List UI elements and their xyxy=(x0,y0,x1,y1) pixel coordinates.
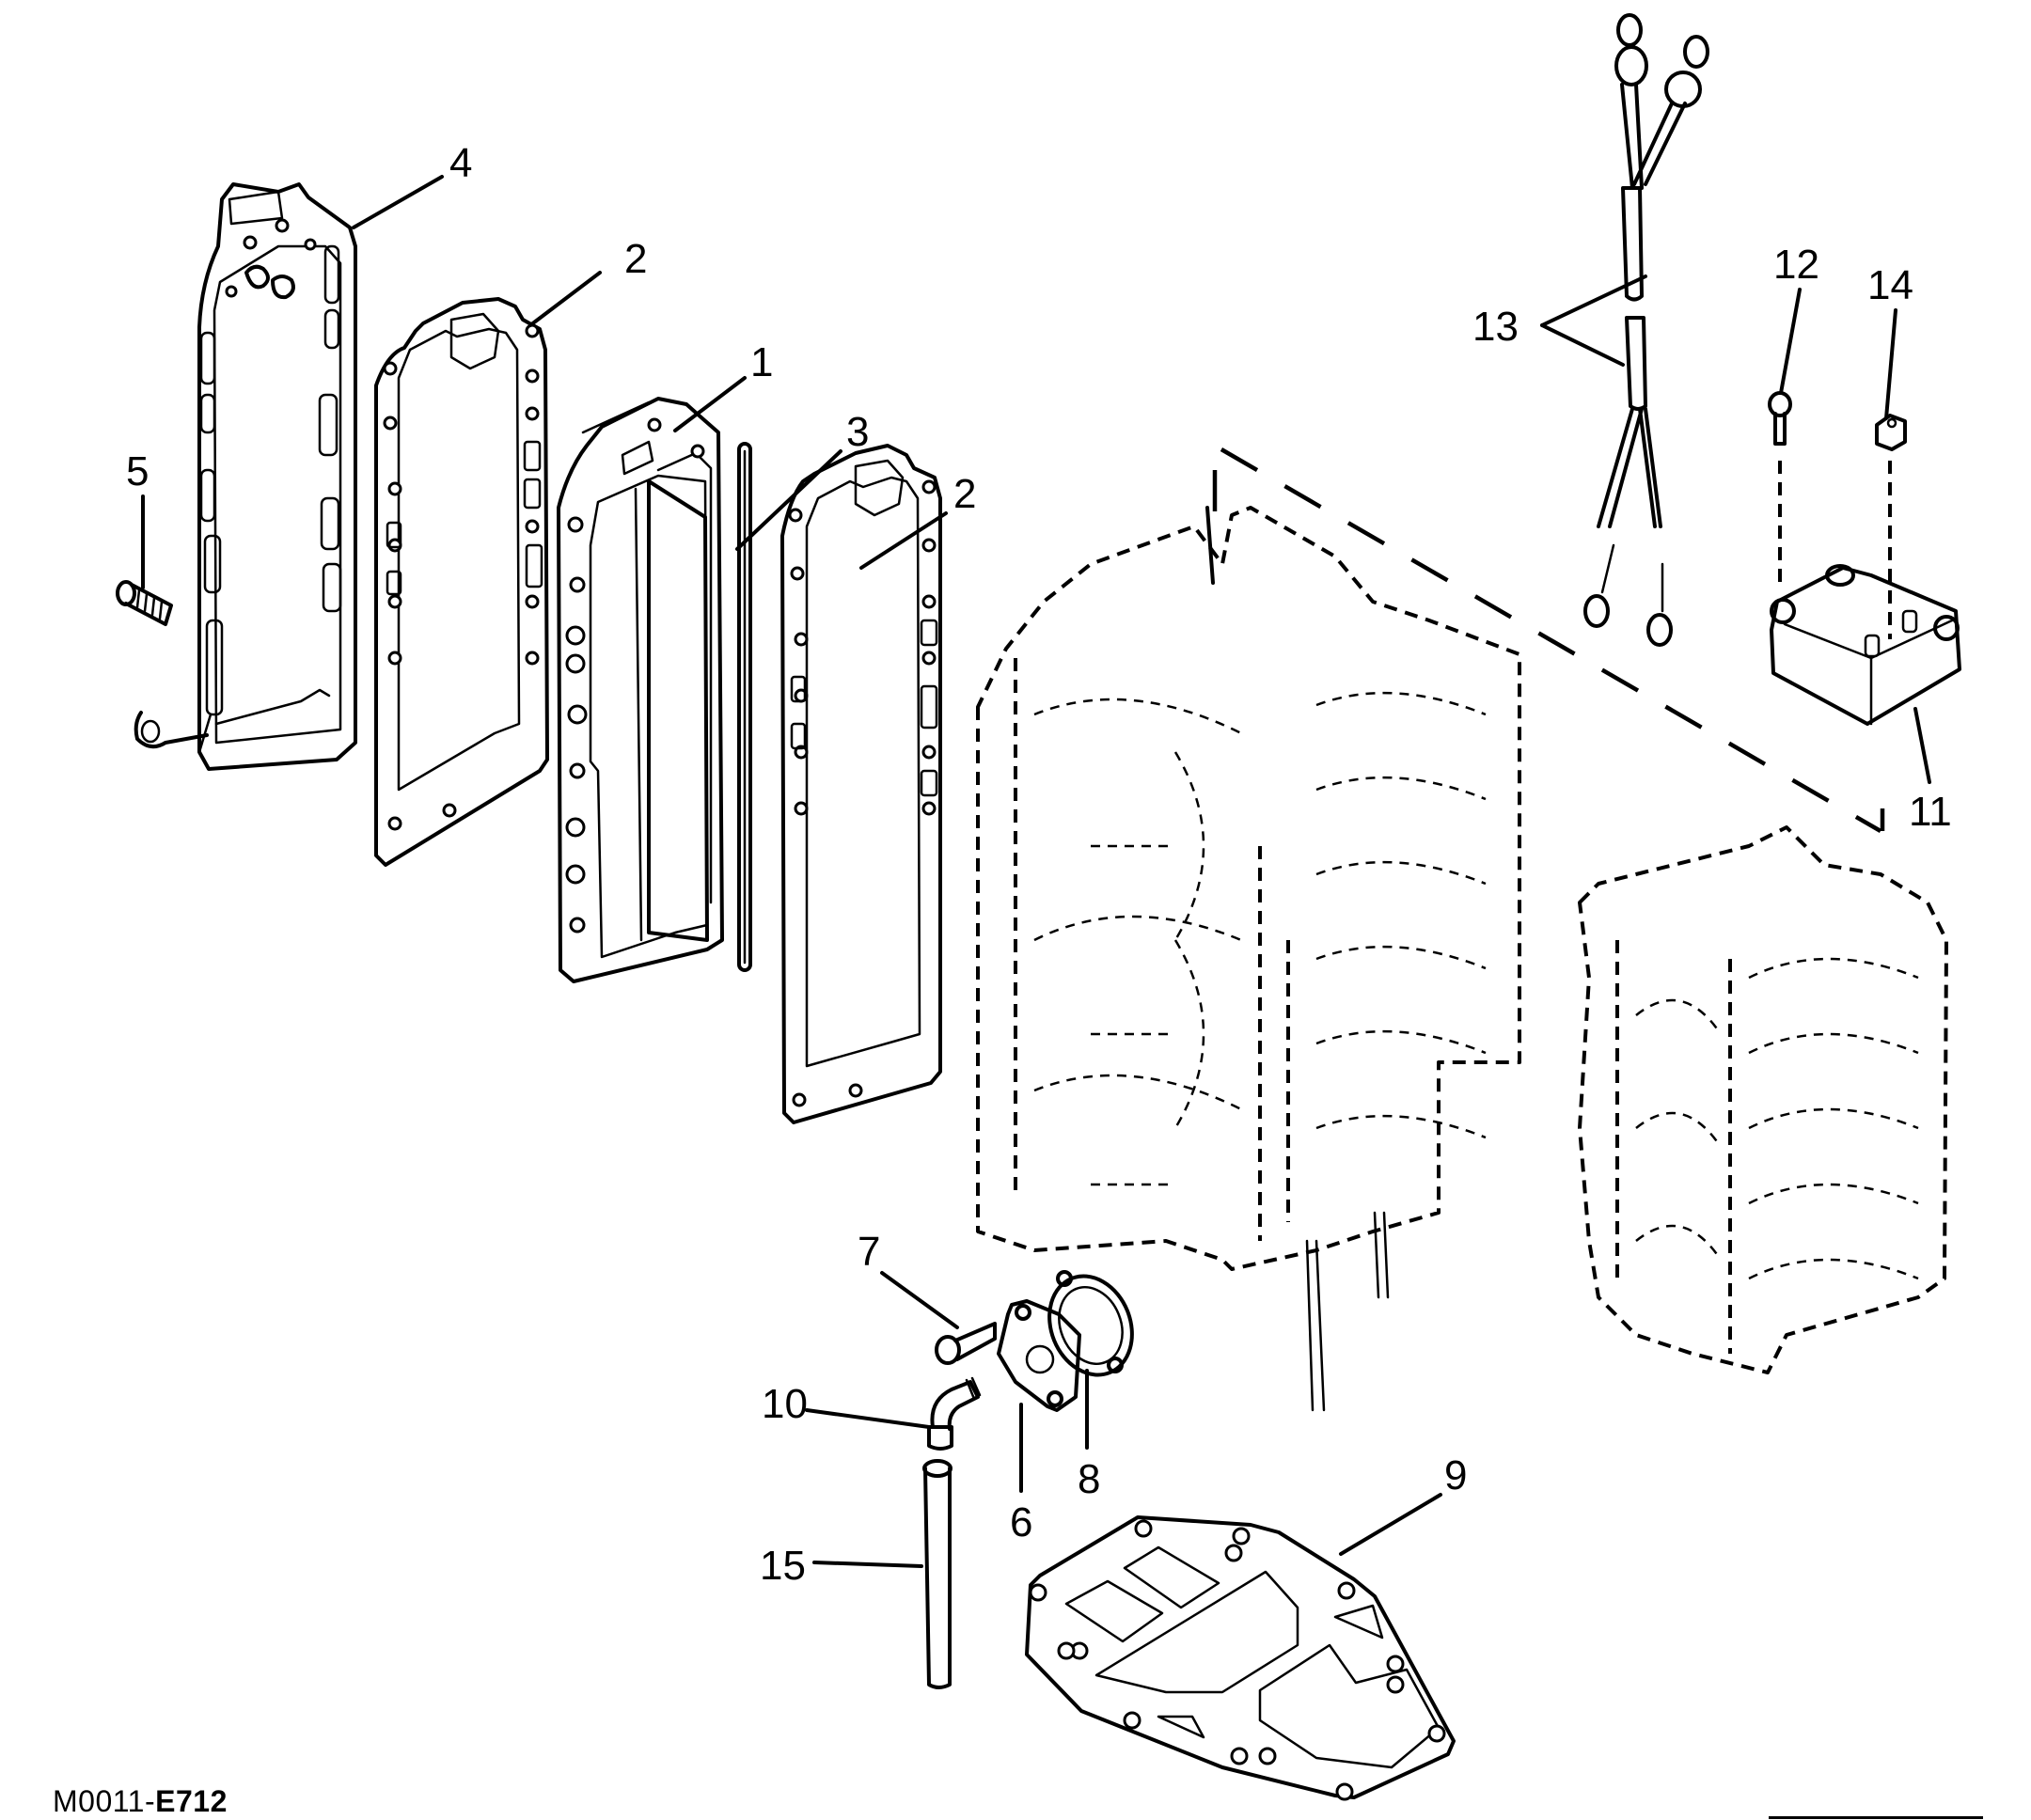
part-9-base-gasket xyxy=(1025,1515,1456,1801)
callout-6: 6 xyxy=(1010,1499,1032,1545)
callout-1: 1 xyxy=(750,339,773,385)
footer-rule xyxy=(1769,1816,1983,1819)
part-1-reed-block xyxy=(557,397,724,983)
part-2-gasket-right xyxy=(780,444,942,1124)
figure-id-prefix: M0011- xyxy=(53,1784,156,1818)
part-4-housing xyxy=(134,182,357,771)
part-10-elbow xyxy=(927,1376,982,1451)
powerhead-block-right xyxy=(1578,825,1948,1374)
part-14-nut xyxy=(1875,414,1907,639)
crankcase-block xyxy=(976,506,1521,1412)
phantom-assembly-line xyxy=(1212,442,1882,833)
callout-2-upper: 2 xyxy=(624,236,647,282)
callout-7: 7 xyxy=(858,1229,880,1275)
part-3-rod xyxy=(737,442,752,972)
callout-5: 5 xyxy=(126,448,149,494)
callout-4: 4 xyxy=(449,140,472,186)
part-5-screw xyxy=(116,580,173,626)
callout-2-lower: 2 xyxy=(953,471,976,517)
callout-8: 8 xyxy=(1078,1456,1100,1502)
callout-9: 9 xyxy=(1444,1452,1467,1498)
part-6-cover xyxy=(997,1299,1081,1412)
callout-12: 12 xyxy=(1773,242,1819,288)
part-7-screw xyxy=(935,1322,997,1365)
callout-13: 13 xyxy=(1472,304,1519,350)
callout-10: 10 xyxy=(762,1381,808,1427)
leader-lines xyxy=(141,175,1931,1568)
callout-labels: 4 2 1 3 2 5 13 12 14 11 7 10 6 8 9 15 xyxy=(126,140,1952,1589)
callout-15: 15 xyxy=(760,1543,806,1589)
part-15-hose xyxy=(922,1459,953,1689)
part-8-gasket xyxy=(1047,1270,1134,1377)
callout-11: 11 xyxy=(1909,789,1952,835)
figure-id-suffix: E712 xyxy=(155,1784,228,1818)
part-13-harness xyxy=(1583,13,1709,647)
figure-id-label: M0011-E712 xyxy=(53,1784,228,1819)
callout-3: 3 xyxy=(846,409,869,455)
part-11-module xyxy=(1770,564,1961,726)
callout-14: 14 xyxy=(1867,262,1913,308)
part-2-gasket-left xyxy=(374,297,549,867)
part-12-screw xyxy=(1768,391,1792,583)
